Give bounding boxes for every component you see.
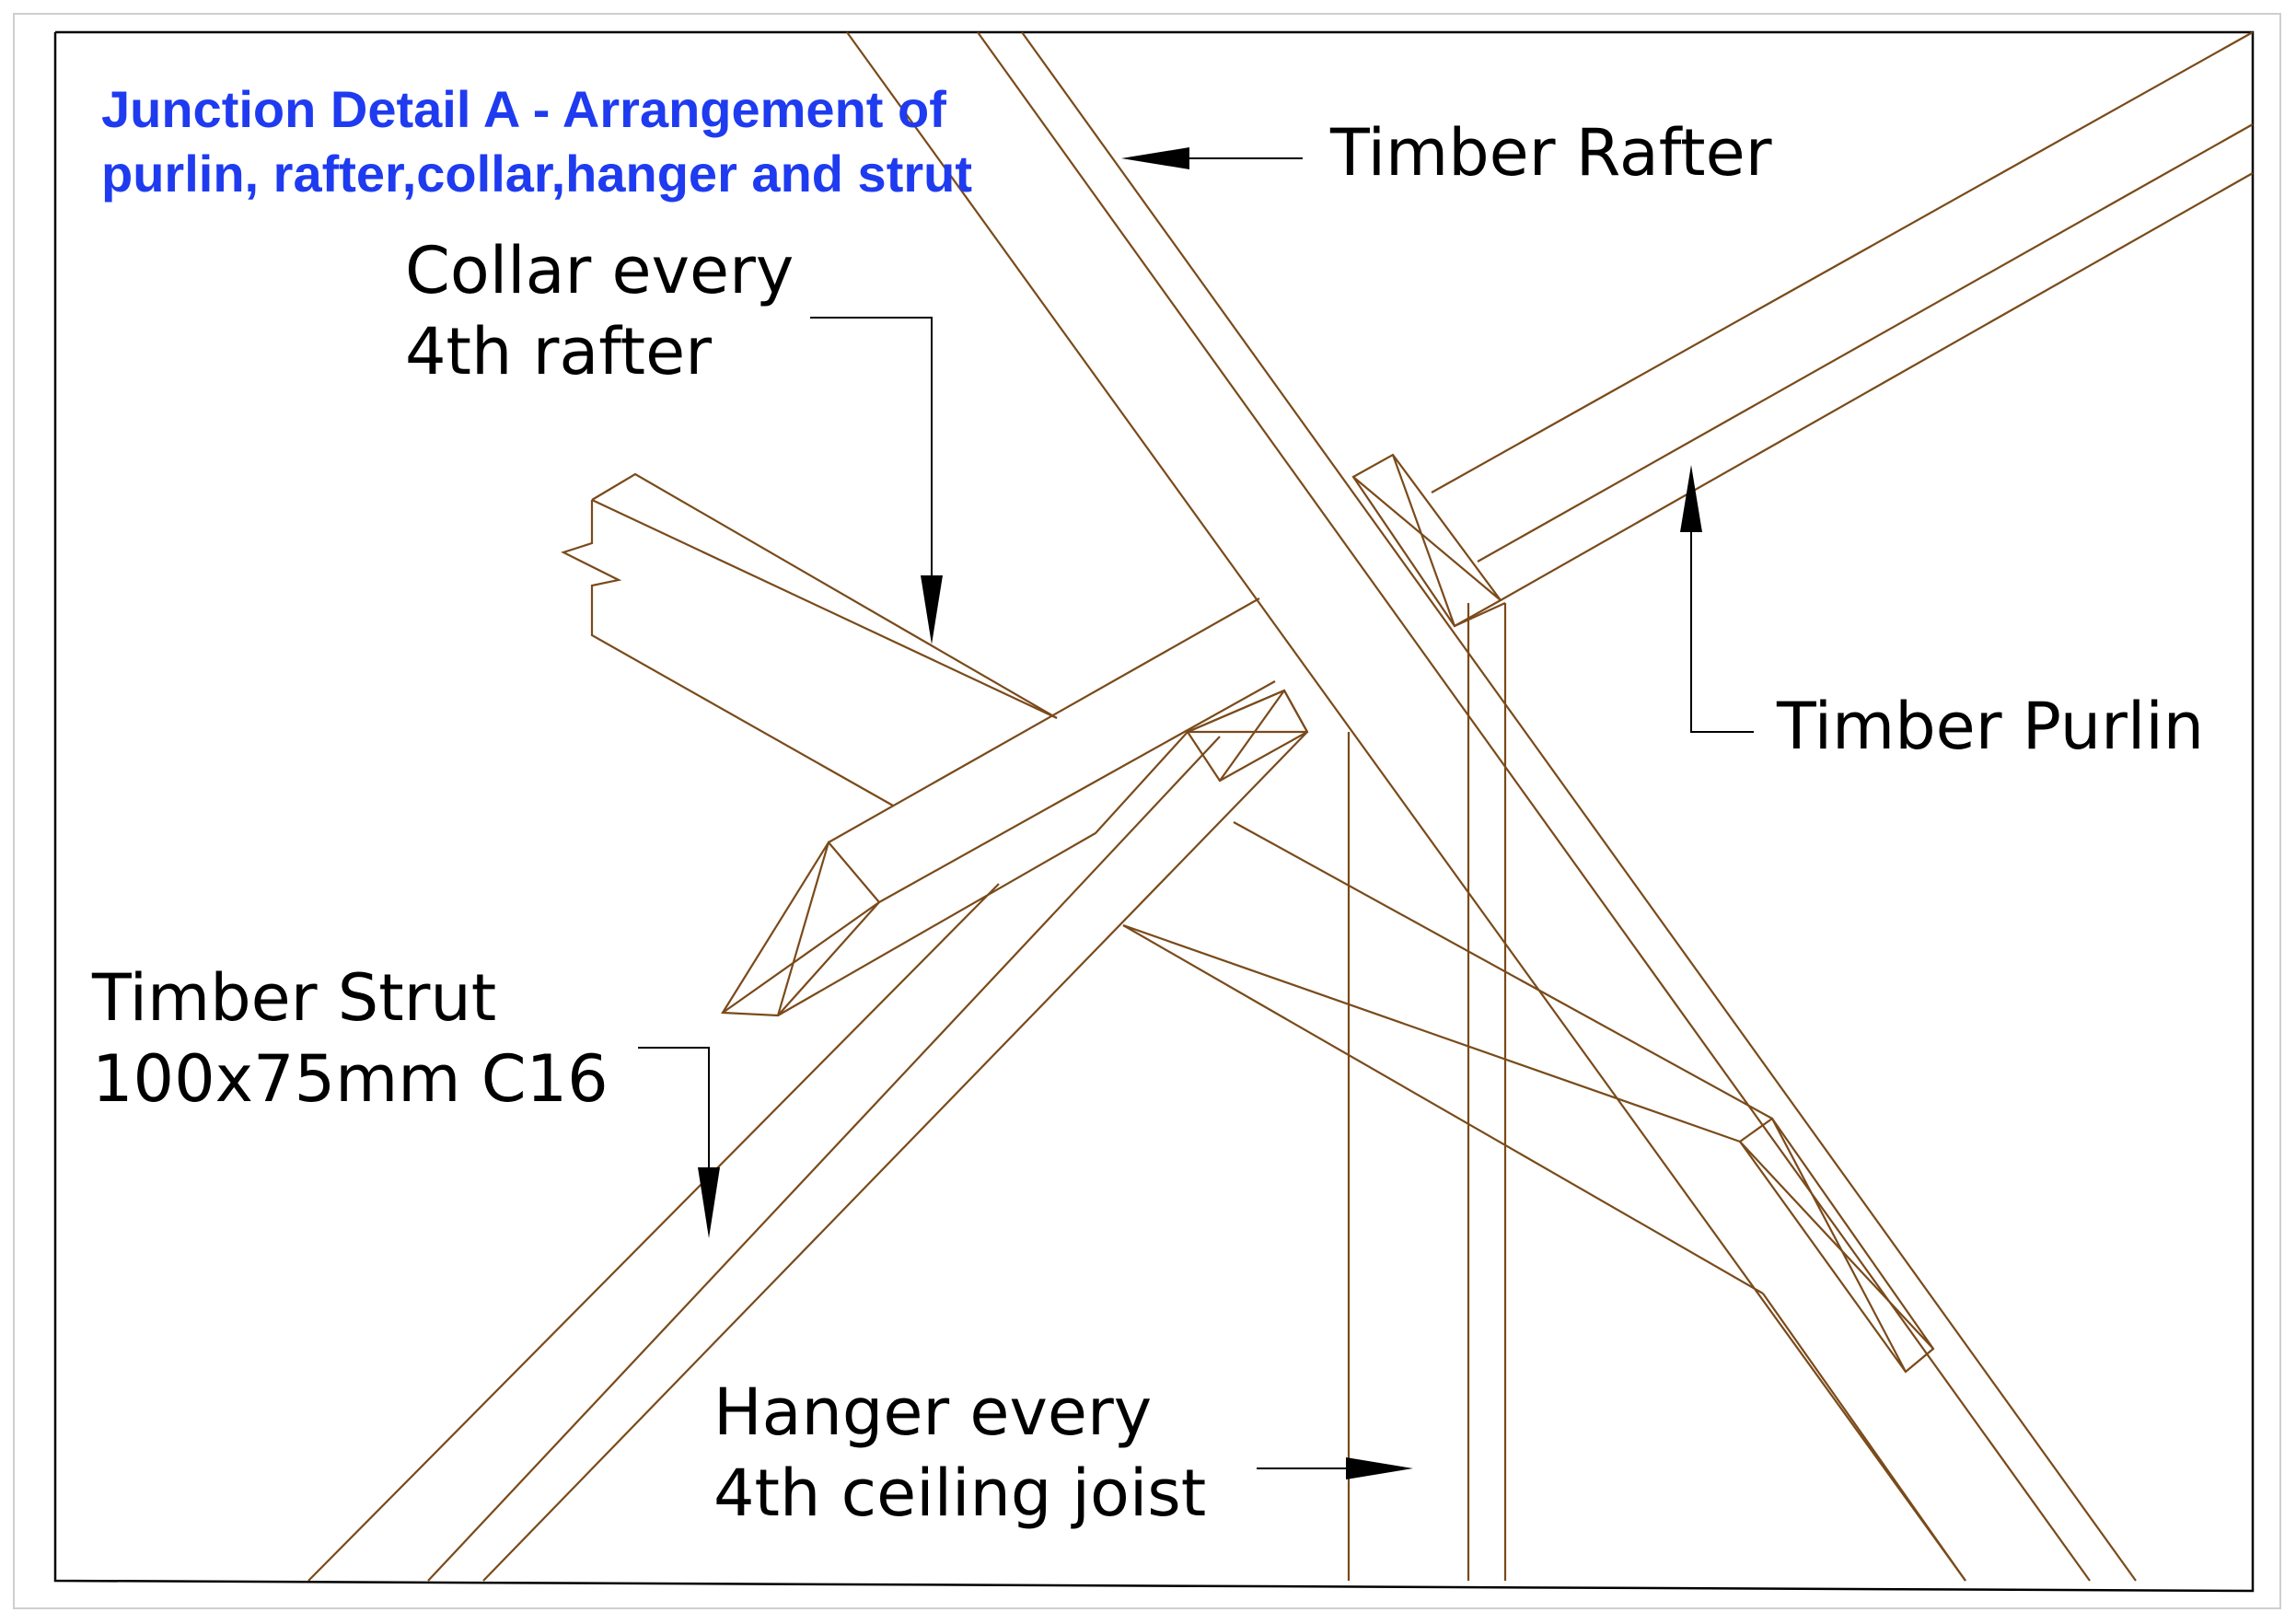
title-line-1: Junction Detail A - Arrangement of <box>101 80 946 138</box>
label-strut-line-1: Timber Strut <box>92 960 497 1036</box>
strut-member <box>307 689 1309 1582</box>
collar-arrowhead <box>921 575 943 644</box>
label-strut-line-2: 100x75mm C16 <box>92 1041 609 1117</box>
label-collar: Collar every 4th rafter <box>405 230 794 392</box>
purlin-leader <box>1680 465 1754 733</box>
strut-arrowhead <box>698 1167 720 1238</box>
annotation-leaders <box>638 147 1754 1479</box>
collar-leader <box>810 317 943 644</box>
strut-top-section <box>1186 689 1309 783</box>
label-purlin: Timber Purlin <box>1777 686 2204 767</box>
label-rafter: Timber Rafter <box>1330 112 1771 193</box>
title-line-2: purlin, rafter,collar,hanger and strut <box>101 145 972 203</box>
hanger-arrowhead <box>1346 1457 1413 1479</box>
strut-leader <box>638 1047 720 1238</box>
label-collar-line-1: Collar every <box>405 233 794 308</box>
drawing-sheet <box>13 13 2281 1609</box>
label-rafter-text: Timber Rafter <box>1330 115 1772 191</box>
purlin-end-section <box>721 841 881 1017</box>
label-hanger-line-1: Hanger every <box>713 1375 1153 1450</box>
drawing-frame <box>53 30 2255 1593</box>
rafter-leader <box>1121 147 1303 169</box>
purlin-rafter-cut <box>1351 453 1502 628</box>
label-strut: Timber Strut 100x75mm C16 <box>92 957 609 1119</box>
collar-member <box>561 472 1935 1374</box>
label-collar-line-2: 4th rafter <box>405 314 712 389</box>
timber-members <box>307 31 2254 1582</box>
rafter-member <box>846 31 2137 1582</box>
hanger-leader <box>1257 1457 1413 1479</box>
label-hanger: Hanger every 4th ceiling joist <box>713 1372 1206 1534</box>
drawing-title: Junction Detail A - Arrangement of purli… <box>101 77 972 206</box>
rafter-arrowhead <box>1121 147 1189 169</box>
purlin-member <box>721 31 2254 1017</box>
label-hanger-line-2: 4th ceiling joist <box>713 1456 1207 1531</box>
label-purlin-text: Timber Purlin <box>1777 689 2205 764</box>
hanger-member <box>1347 601 1507 1581</box>
purlin-arrowhead <box>1680 465 1702 532</box>
